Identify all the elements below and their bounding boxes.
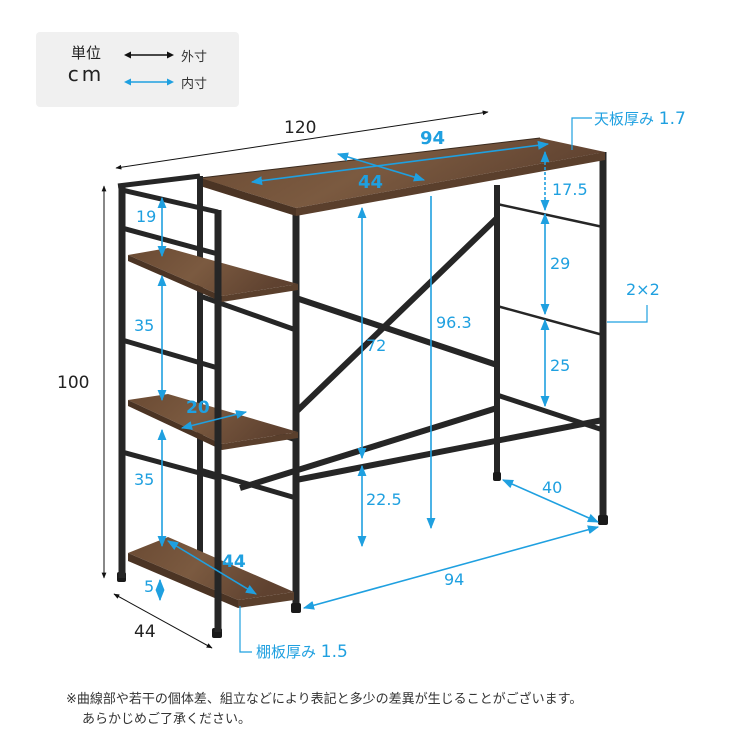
rail-gap-middle-label: 29 <box>550 254 571 273</box>
bottom-shelf-length-label: 44 <box>222 552 246 572</box>
unit-legend: 単位 cm 外寸 内寸 <box>36 32 239 107</box>
gap-top-rail-label: 17.5 <box>552 180 588 199</box>
unit-label-group: 単位 cm <box>61 43 111 85</box>
disclaimer-line-1: ※曲線部や若干の個体差、組立などにより表記と多少の差異が生じることがございます。 <box>66 692 583 707</box>
bottom-rail-height-label: 22.5 <box>366 490 402 509</box>
pipe-size-label: 2×2 <box>626 280 660 299</box>
blue-double-arrow-icon <box>124 78 174 86</box>
outer-depth-label: 44 <box>134 622 156 642</box>
shelf-thickness-label: 棚板厚み 1.5 <box>256 641 348 662</box>
unit-label: 単位 <box>70 44 101 62</box>
shelf-gap-mid-label: 35 <box>134 316 155 335</box>
inner-dimension-lines <box>155 117 648 653</box>
outer-dimension-lines <box>101 110 489 649</box>
top-thickness-text: 天板厚み <box>594 110 655 128</box>
shelf-thickness-value: 1.5 <box>320 642 348 662</box>
shelf-middle <box>128 394 298 450</box>
unit-value: cm <box>67 62 105 86</box>
shelf-bottom <box>128 537 294 608</box>
width-120-line <box>115 110 489 170</box>
top-height-inner-label: 96.3 <box>436 313 472 332</box>
outer-width-label: 120 <box>284 118 317 138</box>
black-double-arrow-icon <box>124 51 174 59</box>
shelf-width-label: 20 <box>186 398 210 418</box>
outer-height-label: 100 <box>57 373 90 393</box>
disclaimer-line-2: あらかじめご了承ください。 <box>82 712 252 727</box>
top-thickness-label: 天板厚み 1.7 <box>594 108 686 129</box>
side-depth-inner-label: 40 <box>542 478 563 497</box>
top-thickness-value: 1.7 <box>658 109 686 129</box>
outer-dimension-label: 外寸 <box>181 49 208 65</box>
shelf-gap-top-label: 19 <box>136 207 157 226</box>
shelf-top <box>128 248 298 302</box>
bottom-inner-width-label: 94 <box>444 570 465 589</box>
disclaimer-note: ※曲線部や若干の個体差、組立などにより表記と多少の差異が生じることがございます。… <box>66 690 582 730</box>
shelf-thickness-text: 棚板厚み <box>256 643 317 661</box>
top-inner-depth-label: 44 <box>358 172 384 193</box>
outer-dimension-legend: 外寸 <box>124 45 207 65</box>
bottom-shelf-clearance-label: 5 <box>144 577 155 596</box>
shelf-gap-low-label: 35 <box>134 470 155 489</box>
rail-gap-lower-label: 25 <box>550 356 571 375</box>
under-top-clearance-label: 72 <box>366 336 387 355</box>
table-frame <box>199 152 607 610</box>
top-inner-width-label: 94 <box>420 128 446 149</box>
inner-dimension-legend: 内寸 <box>124 72 207 92</box>
inner-dimension-label: 内寸 <box>181 76 208 92</box>
depth-44-line <box>113 593 213 649</box>
